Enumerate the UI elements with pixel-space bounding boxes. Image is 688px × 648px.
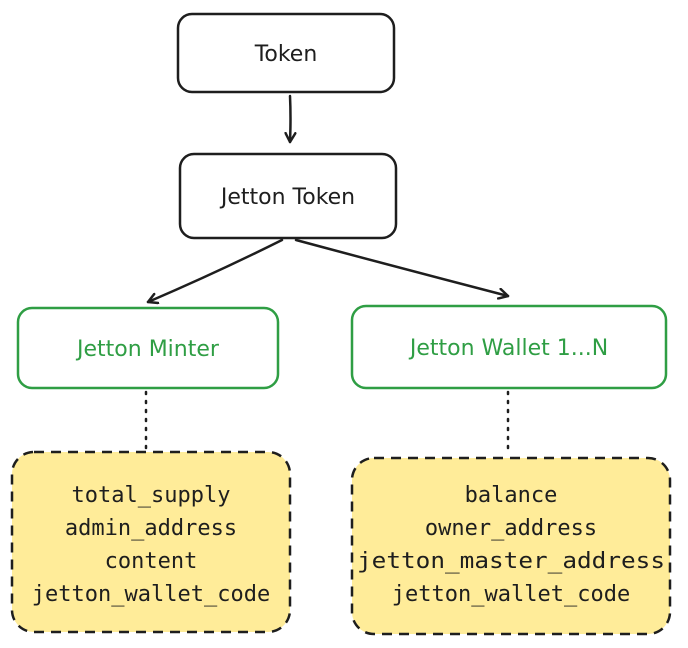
minter-field-total-supply: total_supply (72, 483, 231, 508)
token-label: Token (254, 42, 318, 67)
jetton-wallet-box (350, 304, 668, 390)
jetton-token-label: Jetton Token (219, 185, 355, 210)
jetton-token-box (178, 152, 398, 240)
jetton-minter-box (16, 306, 280, 390)
token-box (176, 12, 396, 94)
token-node: Token (176, 12, 396, 94)
jetton-wallet-node: Jetton Wallet 1...N (350, 304, 668, 390)
arrow-jetton-token-to-minter (146, 238, 284, 302)
minter-field-admin-address: admin_address (65, 516, 237, 541)
wallet-fields-box (350, 456, 672, 636)
jetton-token-node: Jetton Token (178, 152, 398, 240)
jetton-minter-node: Jetton Minter (16, 306, 280, 390)
wallet-field-balance: balance (465, 483, 558, 508)
minter-field-content: content (105, 549, 198, 574)
arrow-jetton-token-to-wallet (294, 238, 510, 296)
arrow-token-to-jetton-token (290, 94, 291, 144)
wallet-fields-note: balance owner_address jetton_master_addr… (350, 456, 672, 636)
jetton-wallet-label: Jetton Wallet 1...N (408, 336, 608, 361)
minter-fields-box (10, 450, 292, 634)
jetton-minter-label: Jetton Minter (75, 337, 220, 362)
minter-fields-note: total_supply admin_address content jetto… (10, 450, 292, 634)
wallet-field-jetton-master-address: jetton_master_address (357, 549, 665, 574)
wallet-field-jetton-wallet-code: jetton_wallet_code (392, 582, 630, 607)
wallet-field-owner-address: owner_address (425, 516, 597, 541)
minter-field-jetton-wallet-code: jetton_wallet_code (32, 582, 270, 607)
